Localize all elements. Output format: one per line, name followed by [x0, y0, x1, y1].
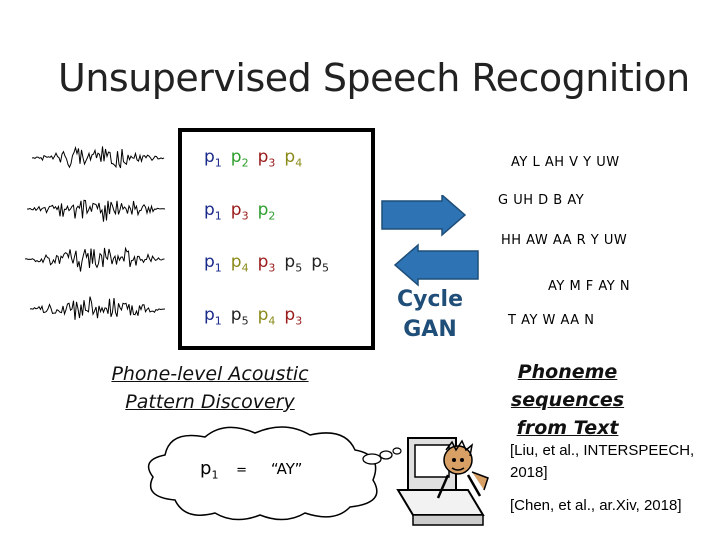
arrow-left — [393, 243, 479, 287]
phoneme-seq-2: G UH D B AY — [498, 193, 585, 208]
phone-token: p4 — [257, 305, 276, 328]
phone-token: p3 — [284, 305, 303, 328]
phone-token: p2 — [257, 200, 276, 223]
reference-chen: [Chen, et al., ar.Xiv, 2018] — [510, 497, 682, 514]
phone-token-index: 1 — [214, 314, 222, 328]
left-caption-line-1: Phone-level Acoustic — [111, 363, 309, 385]
phone-token: p5 — [311, 252, 329, 275]
phone-token: p4 — [284, 147, 303, 170]
phone-token-index: 3 — [241, 209, 249, 223]
phone-token-index: 3 — [295, 314, 303, 328]
phone-token-index: 4 — [268, 314, 276, 328]
page-title: Unsupervised Speech Recognition — [58, 56, 690, 100]
right-caption-line-2: from Text — [516, 417, 619, 439]
arrow-right — [381, 195, 467, 237]
phone-token: p1 — [204, 252, 222, 275]
waveform-1 — [31, 145, 165, 169]
thought-cloud — [147, 426, 402, 521]
phone-token: p3 — [257, 147, 276, 170]
phone-token: p4 — [230, 252, 249, 275]
computer-person-clipart — [396, 437, 489, 526]
sequence-row-3: p1 p4 p3 p5 p5 — [204, 252, 338, 274]
waveform-4 — [29, 296, 166, 320]
phone-token-index: 2 — [241, 156, 249, 170]
phoneme-seq-5: T AY W AA N — [508, 313, 595, 328]
phone-token-index: 1 — [214, 261, 222, 275]
phone-token-index: 4 — [241, 261, 249, 275]
phone-token-index: 5 — [241, 314, 249, 328]
sequence-row-4: p1 p5 p4 p3 — [204, 305, 311, 327]
phone-token: p1 — [204, 200, 222, 223]
sequence-row-1: p1 p2 p3 p4 — [204, 147, 311, 169]
thought-sub: 1 — [211, 468, 219, 482]
cycle-arrows — [381, 195, 479, 287]
phone-token-index: 1 — [214, 156, 222, 170]
reference-liu: [Liu, et al., INTERSPEECH, 2018] — [510, 442, 695, 481]
left-caption: Phone-level Acoustic Pattern Discovery — [95, 360, 325, 416]
phone-token-index: 1 — [214, 209, 222, 223]
cycle-gan-label: Cycle GAN — [397, 287, 463, 342]
phone-token-index: 3 — [268, 156, 276, 170]
thought-p: p — [200, 458, 212, 479]
acoustic-pattern-box — [178, 128, 375, 350]
left-caption-line-2: Pattern Discovery — [125, 391, 295, 413]
phoneme-seq-1: AY L AH V Y UW — [511, 155, 620, 170]
phone-token-index: 5 — [321, 261, 329, 275]
right-caption-line-1: Phoneme sequences — [510, 361, 625, 411]
waveform-3 — [24, 246, 165, 272]
phoneme-seq-3: HH AW AA R Y UW — [501, 233, 628, 248]
phone-token: p3 — [230, 200, 249, 223]
phone-token-index: 5 — [295, 261, 303, 275]
phoneme-seq-4: AY M F AY N — [548, 279, 631, 294]
right-caption: Phoneme sequences from Text — [460, 358, 675, 442]
phone-token: p5 — [230, 305, 249, 328]
thought-text: p1 = “AY” — [200, 458, 302, 482]
thought-eq: = — [236, 463, 248, 478]
phone-token: p3 — [257, 252, 276, 275]
waveforms — [24, 145, 166, 320]
phone-token-index: 2 — [268, 209, 276, 223]
phone-token: p1 — [204, 147, 222, 170]
phone-token-index: 4 — [295, 156, 303, 170]
thought-value: “AY” — [270, 460, 303, 478]
waveform-2 — [26, 199, 166, 222]
phone-token: p2 — [230, 147, 249, 170]
phone-token-index: 3 — [268, 261, 276, 275]
phone-token: p5 — [284, 252, 303, 275]
sequence-row-2: p1 p3 p2 — [204, 200, 284, 222]
phone-token: p1 — [204, 305, 222, 328]
